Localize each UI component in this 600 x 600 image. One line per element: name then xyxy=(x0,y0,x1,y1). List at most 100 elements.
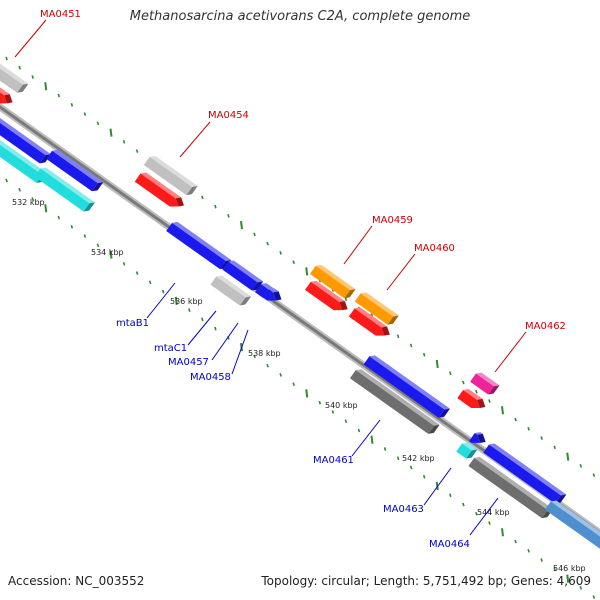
tick-mark xyxy=(292,382,295,387)
accession-text: Accession: NC_003552 xyxy=(8,574,145,588)
tick-mark xyxy=(527,548,530,553)
leader-ma0460 xyxy=(386,253,416,291)
gene-label-ma0454: MA0454 xyxy=(208,110,249,121)
gene-ma0451-gray xyxy=(0,58,29,93)
genome-summary-text: Topology: circular; Length: 5,751,492 bp… xyxy=(261,574,591,588)
gene-label-mtac1: mtaC1 xyxy=(154,343,187,354)
tick-mark xyxy=(96,243,100,248)
gene-label-ma0462: MA0462 xyxy=(525,321,566,332)
tick-mark xyxy=(122,139,126,144)
tick-mark xyxy=(5,56,8,61)
scale-label-534: 534 kbp xyxy=(91,248,124,257)
tick-mark xyxy=(592,473,596,477)
genome-backbone xyxy=(0,102,600,538)
tick-mark xyxy=(201,317,204,322)
gene-label-ma0458: MA0458 xyxy=(190,372,231,383)
tick-mark xyxy=(214,326,217,331)
gene-cyan-532 xyxy=(34,167,95,212)
gene-steel-edge xyxy=(544,500,600,553)
leader-ma0463 xyxy=(423,467,452,506)
tick-mark xyxy=(553,445,556,450)
tick-mark xyxy=(488,521,491,525)
tick-mark xyxy=(318,400,322,405)
tick-mark xyxy=(462,502,465,507)
gene-labels-blue: mtaB1 mtaC1 MA0457 MA0458 MA0461 MA0463 … xyxy=(116,318,470,550)
tick-mark xyxy=(579,463,583,468)
gene-mtab1 xyxy=(166,221,232,270)
tick-mark xyxy=(57,93,61,98)
leader-mtac1 xyxy=(187,310,217,346)
gene-label-ma0461: MA0461 xyxy=(313,455,354,466)
scale-label-532: 532 kbp xyxy=(12,198,45,207)
tick-mark xyxy=(566,452,570,461)
scale-label-540: 540 kbp xyxy=(325,401,358,410)
tick-mark xyxy=(31,197,34,201)
tick-mark xyxy=(253,354,256,359)
scale-label-542: 542 kbp xyxy=(402,454,435,463)
gene-label-ma0451: MA0451 xyxy=(40,9,81,20)
tick-mark xyxy=(396,456,400,461)
tick-mark xyxy=(279,251,282,255)
tick-mark xyxy=(31,75,34,79)
tick-mark xyxy=(344,419,348,424)
tick-mark xyxy=(396,334,400,339)
tick-mark xyxy=(422,352,426,357)
tick-mark xyxy=(122,261,126,266)
tick-mark xyxy=(305,267,309,276)
tick-mark xyxy=(501,406,504,415)
gene-ma0460-red xyxy=(348,307,390,336)
tick-mark xyxy=(331,410,335,414)
map-title: Methanosarcina acetivorans C2A, complete… xyxy=(129,9,471,24)
tick-mark xyxy=(135,271,139,275)
tick-mark xyxy=(292,260,295,265)
tick-mark xyxy=(409,465,413,470)
scale-label-536: 536 kbp xyxy=(170,297,203,306)
gene-mtac1-gray xyxy=(210,275,252,306)
tick-mark xyxy=(488,399,491,403)
gene-ma0454-gray xyxy=(143,155,198,196)
tick-mark xyxy=(201,195,204,200)
tick-mark xyxy=(5,178,8,183)
tick-mark xyxy=(227,214,230,218)
gene-blue-532 xyxy=(46,149,104,192)
scale-label-538: 538 kbp xyxy=(248,349,281,358)
tick-mark xyxy=(83,234,87,238)
gene-ma0463-cyan xyxy=(456,442,478,459)
gene-mtac1-blue xyxy=(222,260,264,291)
gene-label-ma0463: MA0463 xyxy=(383,504,424,515)
tick-mark xyxy=(266,241,269,246)
gene-label-ma0457: MA0457 xyxy=(168,357,209,368)
leader-ma0454 xyxy=(179,121,211,158)
label-leaders xyxy=(14,19,527,536)
tick-mark xyxy=(253,232,256,237)
gene-labels-red: MA0451 MA0454 MA0459 MA0460 MA0462 xyxy=(40,9,566,332)
tick-mark xyxy=(540,558,543,562)
tick-mark xyxy=(279,373,282,377)
scale-label-546: 546 kbp xyxy=(553,564,586,573)
leader-ma0458 xyxy=(231,329,249,375)
tick-mark xyxy=(148,280,152,285)
gene-ma0459-red xyxy=(304,280,348,311)
tick-mark xyxy=(214,204,217,209)
gene-ma0460-orange xyxy=(354,292,399,325)
leader-ma0451 xyxy=(14,19,47,58)
gene-ma0454-red xyxy=(134,172,184,207)
gene-features xyxy=(0,58,600,553)
gene-ma0462-red xyxy=(457,389,486,408)
leader-ma0459 xyxy=(343,225,373,265)
tick-mark xyxy=(527,426,530,431)
tick-mark xyxy=(370,435,374,444)
tick-mark xyxy=(357,428,361,433)
scale-labels: 532 kbp 534 kbp 536 kbp 538 kbp 540 kbp … xyxy=(12,198,586,573)
tick-mark xyxy=(109,128,113,137)
gene-ma0462-magenta xyxy=(470,372,500,395)
tick-mark xyxy=(435,359,439,369)
tick-mark xyxy=(383,447,387,451)
tick-marks xyxy=(5,56,596,599)
gene-label-ma0460: MA0460 xyxy=(414,243,455,254)
tick-mark xyxy=(579,585,583,590)
gene-ma0463-blue xyxy=(469,432,486,443)
tick-mark xyxy=(409,343,413,348)
tick-mark xyxy=(188,308,191,312)
gene-ma0461-gray xyxy=(349,369,440,434)
